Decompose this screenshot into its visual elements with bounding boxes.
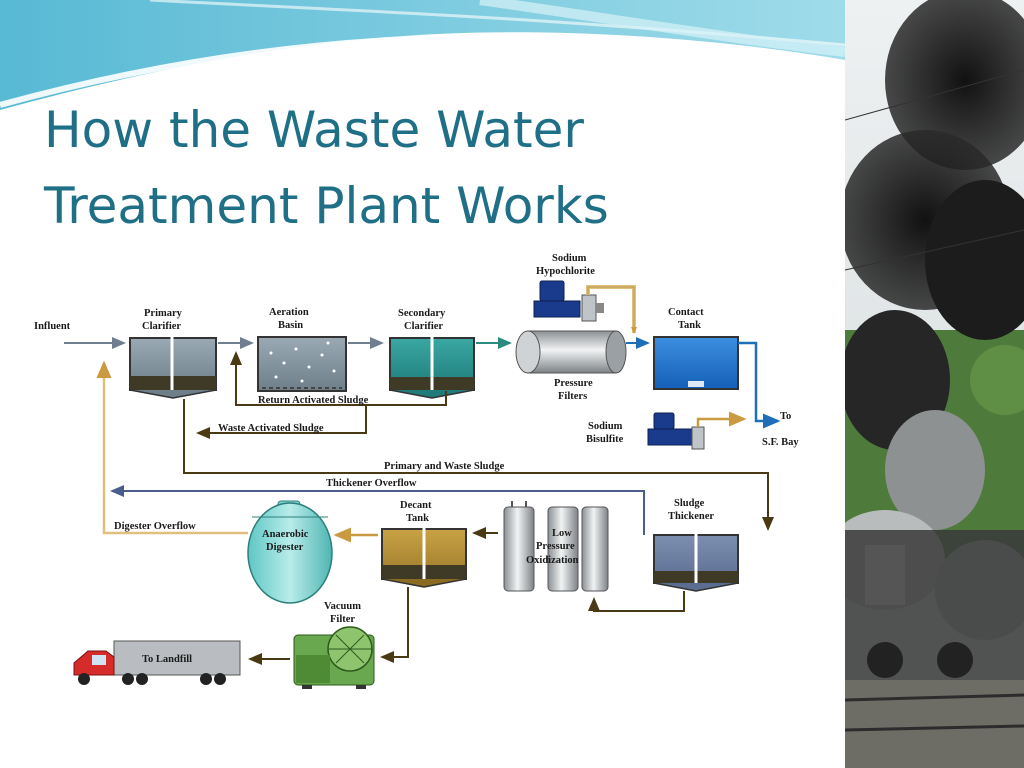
pressure-filters-label-1: Pressure [554,378,593,389]
sodium-hypochlorite-label-1: Sodium [552,253,587,264]
secondary-clarifier-tank [389,333,475,399]
vacuum-filter-label-2: Filter [330,614,355,625]
contact-tank-label-2: Tank [678,320,701,331]
title-line-2: Treatment Plant Works [44,177,609,235]
contact-to-bay-flow [738,341,781,429]
primary-clarifier-label-2: Clarifier [142,321,181,332]
primary-waste-sludge-label: Primary and Waste Sludge [384,461,505,472]
hypochlorite-pump-icon [533,280,604,322]
header-wave-graphic [0,0,846,110]
waste-activated-sludge-line [196,405,367,439]
sodium-bisulfite-label-1: Sodium [588,421,623,432]
sludge-thickener-label-2: Thickener [668,511,714,522]
contact-tank [653,336,739,390]
decant-tank [381,525,467,588]
landfill-truck-icon [73,640,241,685]
title-line-1: How the Waste Water [44,101,584,159]
to-bay-label-1: To [780,411,791,422]
low-pressure-oxidization-tanks [503,501,609,592]
to-bay-label-2: S.F. Bay [762,437,799,448]
waste-activated-sludge-label: Waste Activated Sludge [218,423,324,434]
pressure-filters-label-2: Filters [558,391,587,402]
vacuum-filter-machine [293,626,375,689]
aeration-basin-label-1: Aeration [269,307,309,318]
sludge-thickener-label-1: Sludge [674,498,705,509]
bisulfite-feed-line [696,411,747,427]
decant-tank-label-1: Decant [400,500,432,511]
primary-clarifier-tank [129,333,217,399]
low-pressure-label-2: Pressure [536,541,575,552]
anaerobic-digester-label-2: Digester [266,542,304,553]
return-activated-sludge-line [230,351,447,406]
sludge-thickener-tank [653,531,739,592]
thickener-to-oxidization-flow [588,591,685,612]
secondary-clarifier-label-1: Secondary [398,308,446,319]
return-activated-sludge-label: Return Activated Sludge [258,395,369,406]
thickener-overflow-line [110,485,645,535]
low-pressure-label-1: Low [552,528,572,539]
sodium-bisulfite-label-2: Bisulfite [586,434,624,445]
influent-label: Influent [34,321,71,332]
digester-overflow-label: Digester Overflow [114,521,196,532]
digester-overflow-line [96,360,248,535]
aeration-basin-label-2: Basin [278,320,303,331]
thickener-overflow-label: Thickener Overflow [326,478,417,489]
smoke-train-photo [845,0,1024,768]
decant-to-vacuum-filter-flow [380,587,409,663]
treatment-process-diagram: Influent Primary Clarifier Aeration Basi… [34,253,799,689]
decant-tank-label-2: Tank [406,513,429,524]
sodium-hypochlorite-label-2: Hypochlorite [536,266,595,277]
vacuum-filter-label-1: Vacuum [324,601,361,612]
primary-waste-sludge-line [183,399,774,531]
anaerobic-digester-tank [247,500,333,604]
contact-tank-label-1: Contact [668,307,704,318]
primary-clarifier-label-1: Primary [144,308,183,319]
low-pressure-label-3: Oxidization [526,555,579,566]
slide-title: How the Waste Water Treatment Plant Work… [44,92,684,244]
to-landfill-label: To Landfill [142,654,192,665]
bisulfite-pump-icon [647,412,705,450]
secondary-clarifier-label-2: Clarifier [404,321,443,332]
anaerobic-digester-label-1: Anaerobic [262,529,309,540]
pressure-filters-tank [515,330,627,374]
aeration-basin-tank [257,336,347,392]
